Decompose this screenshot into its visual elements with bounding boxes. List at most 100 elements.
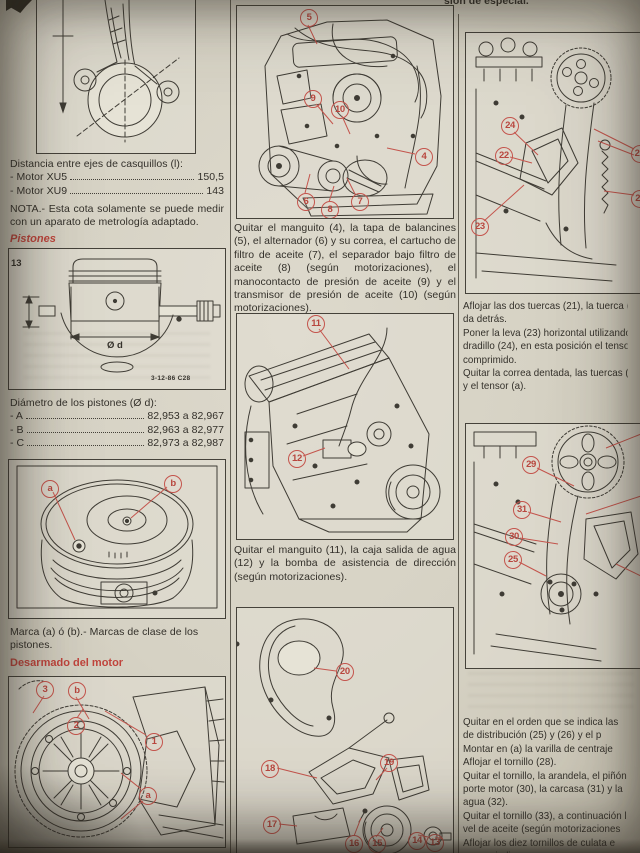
connecting-rod-drawing bbox=[37, 0, 195, 153]
piston-top-drawing bbox=[9, 460, 225, 618]
text-line: vel de aceite (según motorizaciones bbox=[463, 823, 621, 836]
row-value: 82,973 a 82,987 bbox=[147, 437, 224, 450]
height-dimension-label: 13 bbox=[11, 258, 22, 269]
page-corner-mark bbox=[6, 0, 32, 13]
sprockets-drawing bbox=[466, 424, 640, 668]
callout-3: 3 bbox=[35, 681, 54, 700]
text-line: Aflojar el tornillo (28). bbox=[463, 756, 557, 769]
callout-16: 16 bbox=[344, 834, 363, 853]
text-line: comprimido. bbox=[463, 353, 517, 366]
figure-reference-number: 3-12-86 C28 bbox=[151, 375, 190, 382]
dot-leader bbox=[70, 179, 195, 181]
row-value: 82,953 a 82,967 bbox=[147, 410, 224, 423]
remove-parts-paragraph-2: Quitar el manguito (11), la caja salida … bbox=[234, 544, 456, 583]
bushing-distance-block: Distancia entre ejes de casquillos (l): … bbox=[10, 158, 224, 198]
piston-diameters-title: Diámetro de los pistones (Ø d): bbox=[10, 397, 157, 409]
callout-b: b bbox=[67, 682, 86, 701]
row-value: 150,5 bbox=[197, 171, 224, 184]
text-line: Quitar la correa dentada, las tuercas (2… bbox=[463, 367, 628, 380]
figure-piston-micrometer: 13 Ø d 3-12-86 C28 bbox=[8, 248, 226, 390]
micrometer-drawing bbox=[9, 249, 225, 389]
row-label: - C bbox=[10, 437, 25, 450]
text-line: dradillo (24), en esta posición el tenso bbox=[463, 340, 628, 353]
column-rule-left bbox=[230, 0, 231, 853]
engine-front-drawing bbox=[237, 6, 453, 218]
figure-timing-engine: 2422232121 bbox=[465, 32, 640, 294]
callout-b: b bbox=[164, 475, 183, 494]
text-line: de distribución (25) y (26) y el p bbox=[463, 729, 602, 742]
text-line: Quitar en el orden que se indica las bbox=[463, 716, 619, 728]
text-line: Montar en (a) la varilla de centraje bbox=[463, 742, 613, 755]
callout-24: 24 bbox=[501, 117, 520, 136]
callout-7: 7 bbox=[351, 193, 370, 212]
table-row: - C 82,973 a 82,987 bbox=[10, 437, 224, 450]
table-row: - B 82,963 a 82,977 bbox=[10, 424, 224, 437]
callout-13: 13 bbox=[425, 833, 444, 852]
text-line: Quitar el tornillo, la arandela, el piñó… bbox=[463, 769, 627, 782]
callout-6: 6 bbox=[297, 193, 316, 212]
row-value: 82,963 a 82,977 bbox=[147, 423, 224, 436]
callout-23: 23 bbox=[470, 217, 489, 236]
diameter-dimension-label: Ø d bbox=[107, 340, 123, 351]
text-line: agua (32). bbox=[463, 796, 508, 809]
callout-10: 10 bbox=[330, 101, 349, 120]
row-label: - Motor XU9 bbox=[10, 184, 68, 197]
callout-17: 17 bbox=[262, 815, 281, 834]
callout-22: 22 bbox=[494, 146, 513, 165]
dot-leader bbox=[70, 192, 204, 194]
dot-leader bbox=[27, 445, 145, 447]
column-rule-right bbox=[458, 14, 459, 853]
callout-5: 5 bbox=[300, 9, 319, 28]
text-line: Aflojar las dos tuercas (21), la tuerca … bbox=[463, 300, 628, 312]
callout-14: 14 bbox=[408, 831, 427, 850]
callout-30: 30 bbox=[505, 527, 524, 546]
row-label: - B bbox=[10, 423, 24, 436]
text-line: da detrás. bbox=[463, 313, 507, 326]
callout-8: 8 bbox=[321, 201, 340, 218]
text-line: y el tensor (a). bbox=[463, 380, 527, 393]
tensor-paragraph: Aflojar las dos tuercas (21), la tuerca … bbox=[463, 300, 640, 394]
figure-engine-side: 11 12 bbox=[236, 313, 454, 540]
callout-15: 15 bbox=[368, 834, 387, 853]
callout-9: 9 bbox=[303, 90, 322, 108]
callout-19: 19 bbox=[379, 753, 398, 772]
callout-29: 29 bbox=[522, 456, 541, 475]
dot-leader bbox=[26, 431, 145, 433]
callout-a: a bbox=[40, 479, 59, 498]
text-line: Aflojar los diez tornillos de culata e bbox=[463, 836, 616, 849]
table-row: - Motor XU9 143 bbox=[10, 185, 224, 198]
cropped-text-fragment: sión de especial. bbox=[444, 0, 529, 7]
remove-parts-paragraph-1: Quitar el manguito (4), la tapa de balan… bbox=[234, 222, 456, 315]
desarmado-heading: Desarmado del motor bbox=[10, 657, 124, 669]
text-line: Poner la leva (23) horizontal utilizando bbox=[463, 326, 628, 339]
page-bleed-through bbox=[24, 332, 210, 382]
piston-diameters-block: Diámetro de los pistones (Ø d): - A 82,9… bbox=[10, 397, 224, 451]
timing-engine-drawing bbox=[466, 33, 640, 293]
callout-12: 12 bbox=[287, 450, 306, 468]
page-bleed-through bbox=[468, 672, 634, 712]
marca-note: Marca (a) ó (b).- Marcas de clase de los… bbox=[10, 626, 199, 652]
callout-2: 2 bbox=[67, 716, 86, 735]
nota-paragraph: NOTA.- Esta cota solamente se puede medi… bbox=[10, 203, 224, 229]
callout-1: 1 bbox=[145, 732, 164, 751]
callout-20: 20 bbox=[335, 662, 354, 681]
timing-parts-drawing bbox=[237, 608, 453, 853]
callout-31: 31 bbox=[512, 500, 531, 519]
row-label: - A bbox=[10, 410, 23, 423]
text-line: Quitar el tornillo (33), a continuación … bbox=[463, 809, 627, 822]
clutch-drawing bbox=[9, 677, 225, 847]
engine-side-drawing bbox=[237, 314, 453, 539]
table-row: - A 82,953 a 82,967 bbox=[10, 410, 224, 423]
callout-18: 18 bbox=[260, 759, 279, 778]
row-value: 143 bbox=[206, 184, 224, 197]
text-line: porte motor (30), la carcasa (31) y la bbox=[463, 783, 623, 796]
pistones-heading: Pistones bbox=[10, 233, 56, 245]
callout-11: 11 bbox=[306, 315, 325, 333]
